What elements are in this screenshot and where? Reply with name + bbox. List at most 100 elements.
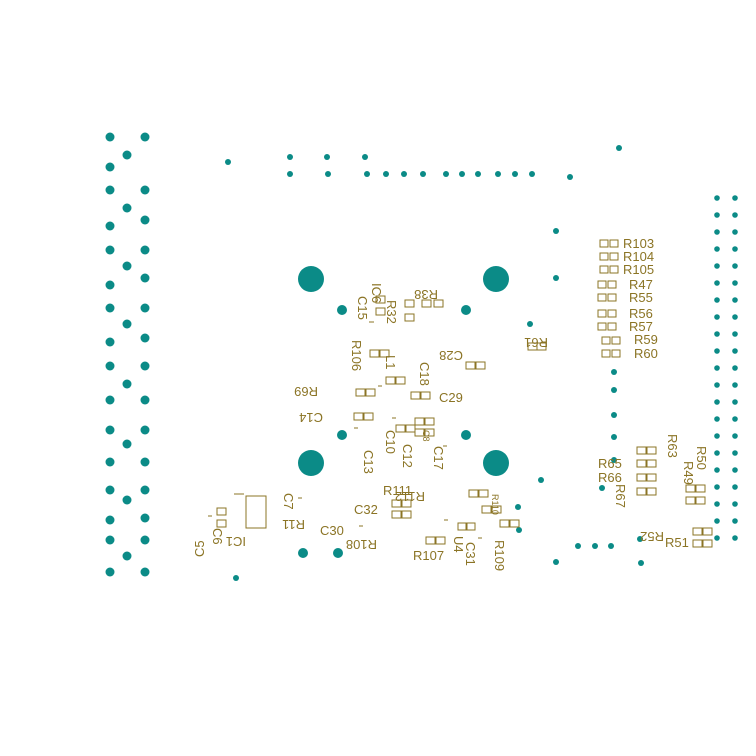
via (553, 559, 559, 565)
edge-via (732, 229, 738, 235)
label-C29: C29 (439, 390, 463, 405)
connector-pin (140, 535, 150, 545)
via (599, 485, 605, 491)
via (637, 536, 643, 542)
smd-pad-outline (685, 496, 696, 505)
label-C5: C5 (192, 540, 207, 557)
connector-pin (105, 337, 115, 347)
via (420, 171, 426, 177)
connector-pin (122, 150, 132, 160)
smd-pad-outline (599, 239, 609, 248)
smd-pad-outline (379, 349, 390, 358)
connector-pin (140, 361, 150, 371)
via (515, 504, 521, 510)
via (475, 171, 481, 177)
connector-pin (140, 333, 150, 343)
via (233, 575, 239, 581)
smd-pad-outline (702, 527, 713, 536)
smd-pad-outline (601, 336, 611, 345)
via (287, 171, 293, 177)
smd-pad-outline (646, 487, 657, 496)
via (401, 171, 407, 177)
edge-via (714, 314, 720, 320)
smd-pad-outline (369, 349, 380, 358)
smd-pad-outline (597, 322, 607, 331)
smd-pad-outline (607, 293, 617, 302)
edge-via (732, 535, 738, 541)
connector-pin (105, 303, 115, 313)
label-R106: R106 (349, 340, 364, 371)
smd-pad-outline (424, 428, 435, 437)
smd-pad-outline (646, 473, 657, 482)
via (529, 171, 535, 177)
label-R108: R108 (346, 537, 377, 552)
edge-via (714, 195, 720, 201)
smd-pad-outline (395, 424, 406, 433)
smd-pad-outline (433, 299, 444, 308)
connector-pin (140, 303, 150, 313)
smd-pad-outline (475, 361, 486, 370)
edge-via (714, 399, 720, 405)
smd-pad-outline (405, 424, 416, 433)
label-L1: L1 (383, 355, 398, 369)
smd-pad-outline (695, 496, 706, 505)
smd-pad-outline (685, 484, 696, 493)
via (362, 154, 368, 160)
label-R66: R66 (598, 470, 622, 485)
smd-pad-outline (375, 307, 386, 316)
edge-via (714, 246, 720, 252)
smd-pad-outline (410, 391, 421, 400)
edge-via (732, 246, 738, 252)
edge-via (714, 382, 720, 388)
label-C6: C6 (210, 528, 225, 545)
smd-pad-outline (375, 295, 386, 304)
connector-pin (105, 132, 115, 142)
smd-pad-outline (425, 536, 436, 545)
smd-pad-outline (607, 322, 617, 331)
smd-pad-outline (692, 527, 703, 536)
label-IC1: IC1 (226, 534, 246, 549)
smd-pad-outline (611, 349, 621, 358)
smd-pad-outline (702, 539, 713, 548)
label-C8: C8 (421, 430, 431, 442)
smd-pad-outline (435, 536, 446, 545)
via (516, 527, 522, 533)
via (461, 430, 471, 440)
via (325, 171, 331, 177)
smd-pad-outline (646, 459, 657, 468)
edge-via (732, 433, 738, 439)
label-C13: C13 (361, 450, 376, 474)
edge-via (714, 450, 720, 456)
smd-pad-outline (597, 309, 607, 318)
smd-pad-outline (465, 361, 476, 370)
edge-via (714, 518, 720, 524)
label-R56: R56 (629, 306, 653, 321)
label-R55: R55 (629, 290, 653, 305)
label-R11: R11 (282, 517, 305, 532)
smd-pad-outline (401, 499, 412, 508)
connector-pin (122, 379, 132, 389)
label-C14: C14 (299, 410, 323, 425)
smd-pad-outline (536, 342, 547, 351)
edge-via (732, 518, 738, 524)
edge-via (714, 484, 720, 490)
smd-pad-outline (597, 280, 607, 289)
smd-pad-outline (611, 336, 621, 345)
label-R50: R50 (694, 446, 709, 470)
connector-pin (140, 245, 150, 255)
mounting-hole (483, 450, 509, 476)
smd-pad-outline (216, 507, 227, 516)
connector-pin (105, 162, 115, 172)
smd-pad-outline (401, 510, 412, 519)
via (337, 305, 347, 315)
edge-via (732, 484, 738, 490)
smd-pad-outline (609, 252, 619, 261)
smd-pad-outline (646, 446, 657, 455)
connector-pin (122, 203, 132, 213)
label-R104: R104 (623, 249, 654, 264)
connector-pin (122, 261, 132, 271)
connector-pin (122, 495, 132, 505)
via (324, 154, 330, 160)
connector-pin (122, 551, 132, 561)
smd-pad-outline (355, 388, 366, 397)
